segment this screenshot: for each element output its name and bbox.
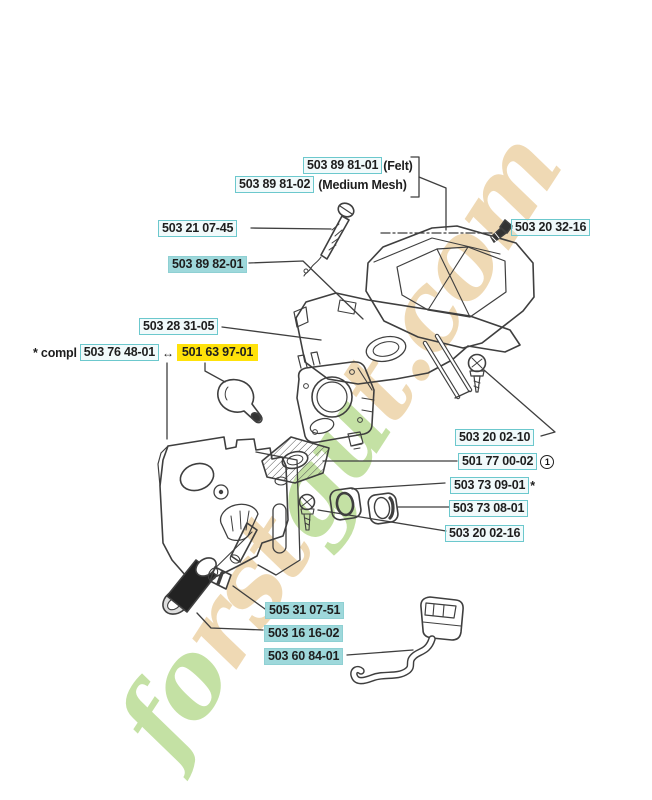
part-label-cover-screw: 503 20 32-16 <box>511 219 591 236</box>
fuel-hose-drawing <box>350 596 464 685</box>
part-label-manifold-screw: 503 20 02-10 <box>455 429 535 446</box>
part-number-link[interactable]: 503 76 48-01 <box>79 344 160 361</box>
cylinder-cover-drawing <box>157 436 301 585</box>
bushing-drawing <box>207 566 232 590</box>
part-label-mesh: 503 89 81-02(Medium Mesh) <box>235 176 407 193</box>
part-label-felt: 503 89 81-01(Felt) <box>303 157 413 174</box>
grommet-a-drawing <box>329 487 362 521</box>
part-label-long-screw: 503 21 07-45 <box>158 220 238 237</box>
filter-holder-plate-drawing <box>293 292 521 400</box>
air-filter-cover-drawing <box>365 225 535 349</box>
part-number-link[interactable]: 503 73 08-01 <box>449 500 529 517</box>
part-number-link[interactable]: 503 28 31-05 <box>139 318 219 335</box>
part-number-link[interactable]: 503 73 09-01 <box>450 477 530 494</box>
part-number-highlighted[interactable]: 501 63 97-01 <box>176 344 259 361</box>
part-label-suffix: (Felt) <box>383 158 413 173</box>
quantity-badge: 1 <box>540 454 555 469</box>
part-label-star: * <box>530 478 535 493</box>
part-number-link[interactable]: 503 20 02-16 <box>445 525 525 542</box>
carburetor-drawing <box>296 351 375 450</box>
manifold-screw-drawing <box>467 353 487 393</box>
part-label-complete-assembly: * compl 503 76 48-01 ↔ 501 63 97-01 <box>33 344 259 361</box>
cover-screw-icon <box>490 219 513 243</box>
part-number-link[interactable]: 503 89 81-01 <box>303 157 383 174</box>
part-label-prefix: * compl <box>33 345 77 360</box>
fuel-filter-drawing <box>162 557 217 615</box>
part-number-link[interactable]: 503 60 84-01 <box>264 648 344 665</box>
part-label-fuel-hose: 503 60 84-01 <box>264 648 344 665</box>
part-label-fuel-filter: 503 16 16-02 <box>264 625 344 642</box>
part-label-gasket: 501 77 00-02 1 <box>458 453 555 470</box>
part-number-link[interactable]: 503 16 16-02 <box>264 625 344 642</box>
part-number-link[interactable]: 505 31 07-51 <box>265 602 345 619</box>
part-label-suffix: (Medium Mesh) <box>318 177 407 192</box>
part-label-plate: 503 28 31-05 <box>139 318 219 335</box>
part-label-grommet-b: 503 73 08-01 <box>449 500 529 517</box>
part-number-link[interactable]: 503 21 07-45 <box>158 220 238 237</box>
grommet-b-drawing <box>367 492 399 525</box>
part-number-link[interactable]: 503 89 82-01 <box>168 256 248 273</box>
equivalence-arrow: ↔ <box>162 345 174 360</box>
part-number-link[interactable]: 503 20 02-10 <box>455 429 535 446</box>
long-screw-drawing <box>303 202 355 277</box>
part-label-bushing: 505 31 07-51 <box>265 602 345 619</box>
part-number-link[interactable]: 503 89 81-02 <box>235 176 315 193</box>
choke-knob-drawing <box>217 378 263 424</box>
part-label-mid-screw: 503 20 02-16 <box>445 525 525 542</box>
part-number-link[interactable]: 503 20 32-16 <box>511 219 591 236</box>
part-label-filter-holder: 503 89 82-01 <box>168 256 248 273</box>
part-number-link[interactable]: 501 77 00-02 <box>458 453 538 470</box>
mid-screw-drawing <box>298 493 316 531</box>
part-label-grommet-a: 503 73 09-01* <box>450 477 535 494</box>
